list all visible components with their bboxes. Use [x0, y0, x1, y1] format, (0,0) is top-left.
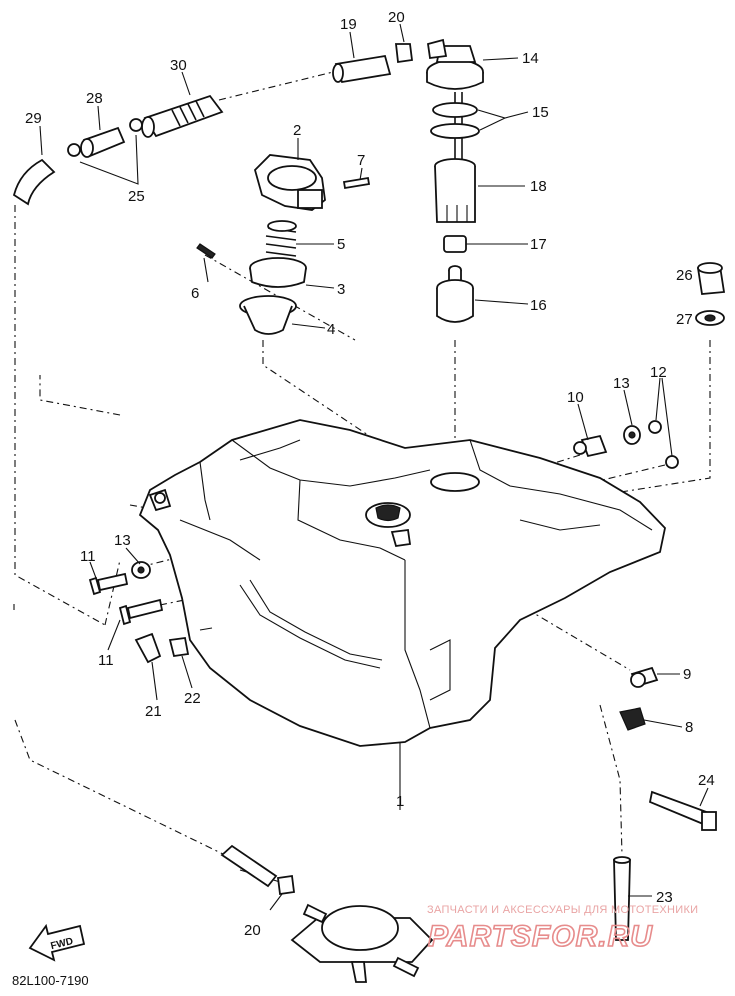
part-23-hose [613, 856, 631, 941]
part-16-fuel-cock-filter [436, 265, 474, 323]
watermark: ЗАПЧАСТИ И АКСЕССУАРЫ ДЛЯ МОТОТЕХНИКИ PA… [427, 904, 698, 954]
label-28: 28 [86, 90, 103, 107]
label-30: 30 [170, 57, 187, 74]
label-11-bottom: 11 [98, 652, 114, 669]
label-22: 22 [184, 690, 201, 707]
part-27-washer [695, 310, 725, 326]
watermark-line2: PARTSFOR.RU [428, 920, 653, 953]
part-26-damper [696, 262, 726, 295]
label-leaders [13, 23, 709, 911]
part-20-clip-bottom [276, 874, 296, 896]
part-2-filler-cap [253, 154, 326, 211]
label-27: 27 [676, 311, 693, 328]
label-16: 16 [530, 297, 547, 314]
label-20-top: 20 [388, 9, 405, 26]
part-4-cap-seat [239, 295, 297, 335]
part-5-spring [265, 220, 297, 257]
label-17: 17 [530, 236, 547, 253]
label-24: 24 [698, 772, 715, 789]
label-23: 23 [656, 889, 673, 906]
label-5: 5 [337, 236, 345, 253]
hose-lower [220, 844, 278, 888]
label-21: 21 [145, 703, 162, 720]
part-10-bolt [573, 434, 608, 458]
part-21-hose [134, 632, 162, 664]
label-2: 2 [293, 122, 301, 139]
label-26: 26 [676, 267, 693, 284]
part-8-damper [619, 707, 646, 731]
label-13-left: 13 [114, 532, 131, 549]
label-6: 6 [191, 285, 199, 302]
fwd-label: FWD [50, 936, 75, 952]
label-12: 12 [650, 364, 667, 381]
fuel-pump [290, 903, 434, 983]
label-29: 29 [25, 110, 42, 127]
label-13-right: 13 [613, 375, 630, 392]
label-25: 25 [128, 188, 145, 205]
label-15: 15 [532, 104, 549, 121]
part-labels: 19 20 14 30 28 15 29 2 7 18 25 5 17 6 3 … [25, 9, 715, 939]
label-20-bottom: 20 [244, 922, 261, 939]
diagram-code: 82L100-7190 [12, 973, 89, 988]
label-7: 7 [357, 152, 365, 169]
part-18-filter-pipe [434, 158, 476, 223]
label-3: 3 [337, 281, 345, 298]
label-19: 19 [340, 16, 357, 33]
label-10: 10 [567, 389, 584, 406]
part-9-bolt [630, 666, 659, 688]
label-9: 9 [683, 666, 691, 683]
label-18: 18 [530, 178, 547, 195]
part-24-band [648, 790, 717, 831]
label-14: 14 [522, 50, 539, 67]
part-25-clips [67, 118, 143, 157]
part-19-hose [332, 54, 392, 84]
fuel-tank [138, 419, 666, 747]
part-17-clip [443, 235, 467, 253]
part-7-pin [342, 176, 371, 190]
label-11-top: 11 [80, 548, 96, 565]
part-22-clamp [168, 636, 190, 658]
part-30-breather-hose [141, 94, 224, 138]
part-13-washer-right [623, 425, 641, 445]
watermark-line1: ЗАПЧАСТИ И АКСЕССУАРЫ ДЛЯ МОТОТЕХНИКИ [427, 904, 698, 916]
part-3-seal [249, 257, 307, 288]
label-8: 8 [685, 719, 693, 736]
part-28-joint [80, 126, 126, 158]
label-4: 4 [327, 321, 335, 338]
part-12-clips [648, 420, 679, 469]
part-13-washer-left [131, 561, 151, 579]
part-20-clip-top [394, 43, 414, 64]
label-1: 1 [396, 793, 404, 810]
part-11-bolts [88, 572, 164, 626]
part-6-pin [196, 243, 216, 259]
part-14-fuel-cock-cap [426, 38, 484, 160]
fwd-arrow: FWD [28, 923, 86, 962]
part-15-o-rings [430, 102, 480, 139]
part-29-hose [12, 158, 56, 206]
